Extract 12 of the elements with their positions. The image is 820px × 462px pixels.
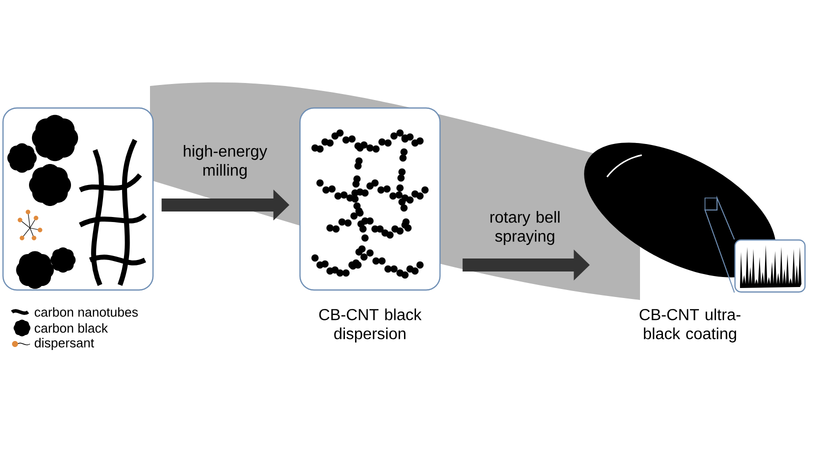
spectrum-inset [734,239,806,293]
caption: CB-CNT ultra-black coating [640,308,740,342]
legend-text: carbon nanotubes [34,307,138,317]
leader-line [704,196,735,294]
node-label: CB-CNT black dispersion [319,308,422,342]
edge-label: high-energy milling [169,144,281,180]
car-drawing [584,142,776,278]
legend-text: dispersant [34,338,94,350]
mixture-panel [2,107,154,291]
dispersion-panel [299,107,441,291]
legend-text: carbon black [34,323,108,333]
edge-label: rotary bell spraying [476,210,574,246]
